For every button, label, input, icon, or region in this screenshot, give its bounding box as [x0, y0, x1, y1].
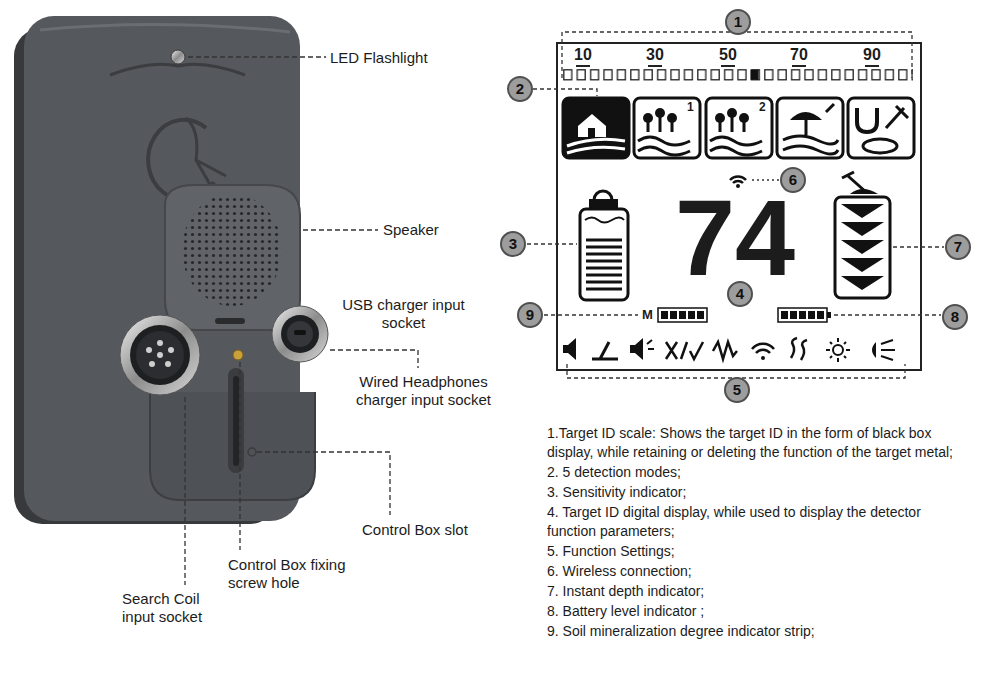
note-item: 1.Target ID scale: Shows the target ID i…: [547, 424, 967, 462]
callout-circle: 7: [945, 234, 971, 260]
part-label: LED Flashlight: [330, 49, 428, 67]
part-label: Control Box fixing screw hole: [228, 556, 368, 592]
control-box: [14, 16, 328, 524]
part-label: Search Coil input socket: [122, 590, 232, 626]
note-item: 4. Target ID digital display, while used…: [547, 503, 967, 541]
note-item: 9. Soil mineralization degree indicator …: [547, 622, 967, 641]
mode-number: 1: [687, 100, 694, 114]
part-label: USB charger input socket: [336, 296, 471, 332]
callout-circle: 5: [724, 377, 750, 403]
callout-circle: 3: [500, 231, 526, 257]
note-item: 7. Instant depth indicator;: [547, 582, 967, 601]
callout-circle: 4: [727, 281, 753, 307]
callout-number: 5: [733, 382, 741, 398]
callout-circle: 8: [942, 304, 968, 330]
callout-number: 3: [509, 236, 517, 252]
callout-number: 6: [789, 172, 797, 188]
mineral-mark: M: [642, 307, 653, 323]
callout-number: 4: [736, 286, 744, 302]
lcd-screen: [557, 43, 921, 370]
callout-circle: 1: [725, 9, 751, 35]
callout-leaders: [527, 32, 944, 378]
callout-number: 8: [951, 309, 959, 325]
mode-number: 2: [759, 100, 766, 114]
scale-number: 70: [784, 46, 814, 64]
callout-circle: 6: [780, 167, 806, 193]
part-label: Speaker: [383, 221, 439, 239]
scale-number: 10: [568, 46, 598, 64]
note-item: 2. 5 detection modes;: [547, 463, 967, 482]
part-label: Control Box slot: [362, 521, 468, 539]
scale-number: 50: [713, 46, 743, 64]
scale-number: 90: [857, 46, 887, 64]
callout-number: 2: [516, 81, 524, 97]
part-label: Wired Headphones charger input socket: [346, 373, 501, 409]
callout-circle: 2: [507, 76, 533, 102]
callout-circle: 9: [517, 302, 543, 328]
note-item: 5. Function Settings;: [547, 542, 967, 561]
scale-number: 30: [640, 46, 670, 64]
notes-list: 1.Target ID scale: Shows the target ID i…: [547, 424, 967, 642]
target-id-digits: 74: [640, 196, 830, 280]
note-item: 6. Wireless connection;: [547, 562, 967, 581]
callout-number: 9: [526, 307, 534, 323]
note-item: 8. Battery level indicator ;: [547, 602, 967, 621]
note-item: 3. Sensitivity indicator;: [547, 483, 967, 502]
callout-number: 7: [954, 239, 962, 255]
callout-number: 1: [734, 14, 742, 30]
